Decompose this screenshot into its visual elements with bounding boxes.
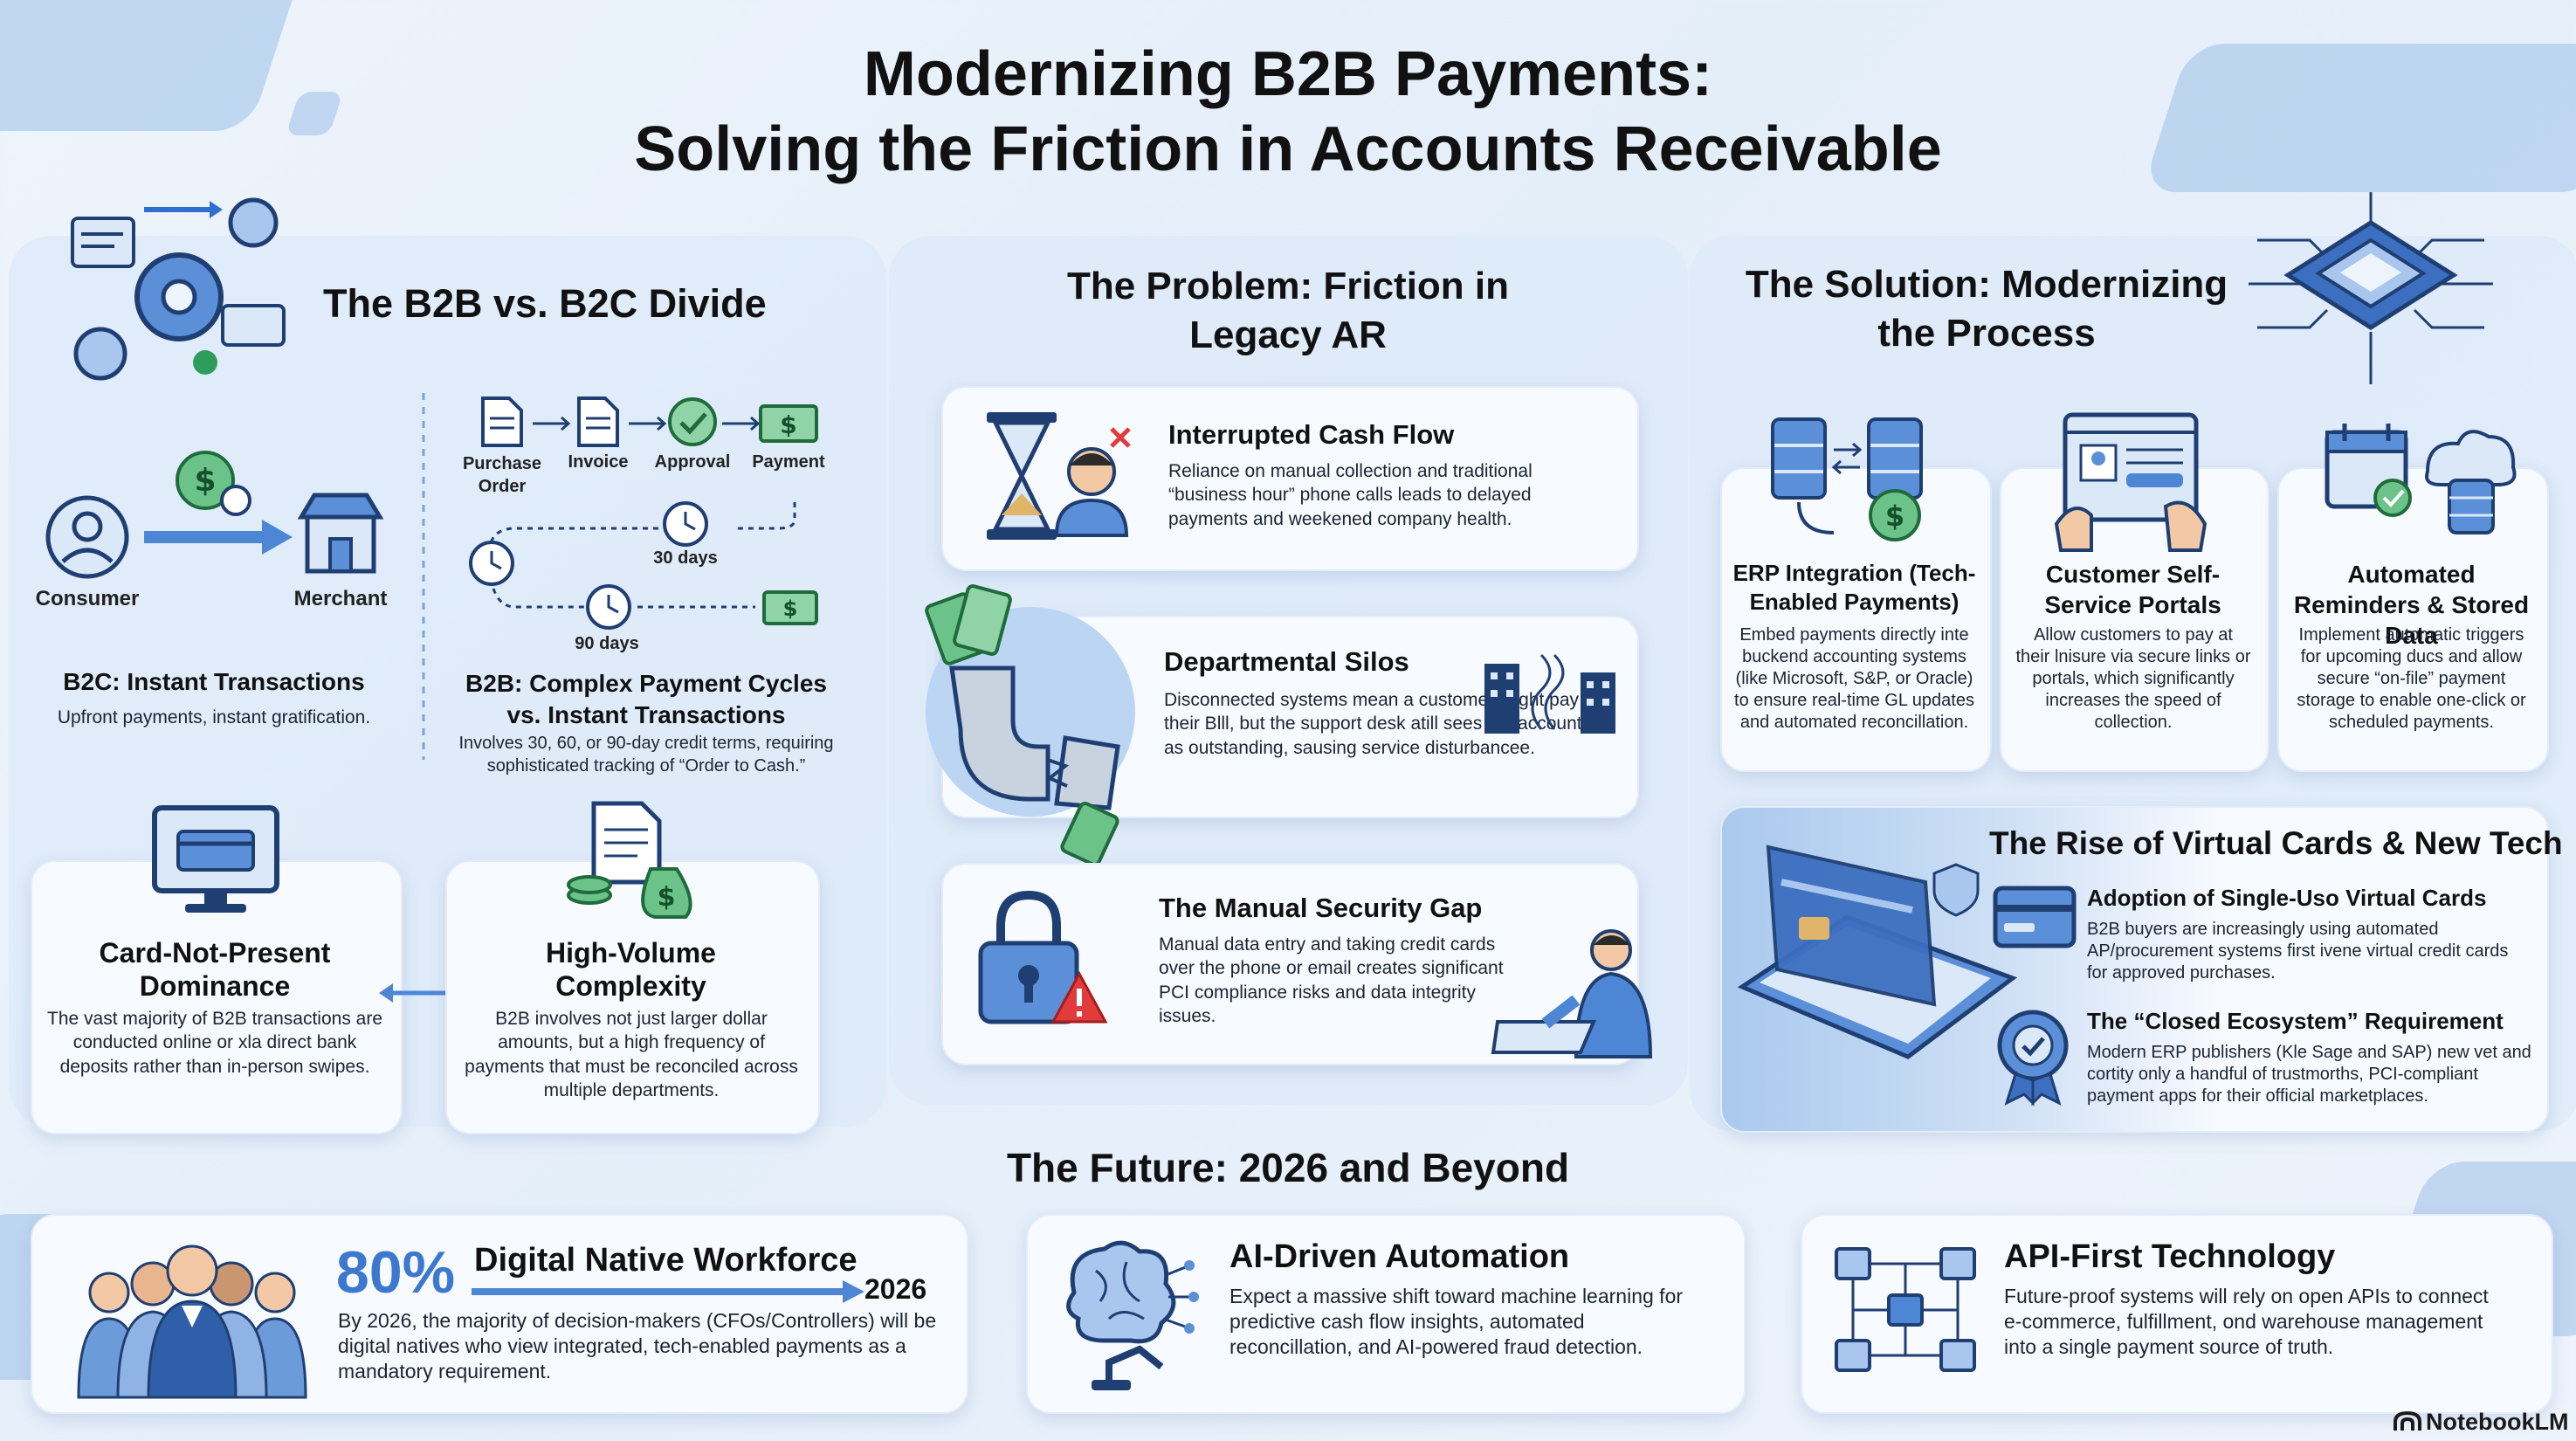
team-people-icon (77, 1244, 307, 1399)
solution-title-erp: ERP Integration (Tech-Enabled Payments) (1732, 560, 1976, 615)
solution-text-portal: Allow customers to pay at their lnisure … (2015, 625, 2251, 732)
purchase-order-icon (481, 396, 523, 447)
label-30-days: 30 days (653, 548, 718, 568)
problem-heading: The Problem: Friction in Legacy AR (1066, 265, 1510, 357)
virtual-a-title: Adoption of Single-Uso Virtual Cards (2087, 885, 2487, 911)
hv-text: B2B involves not just larger dollar amou… (465, 1009, 798, 1100)
divide-heading: The B2B vs. B2C Divide (323, 281, 767, 326)
error-x-icon (1110, 427, 1131, 448)
payment-timeline: $ (469, 501, 818, 630)
docs-money-icon: $ (567, 801, 692, 919)
flow-label-invoice: Invoice (568, 452, 629, 472)
cnp-text: The vast majority of B2B transactions ar… (47, 1009, 382, 1077)
chip-icon (2249, 192, 2493, 384)
divider-line (422, 393, 425, 760)
solution-text-erp: Embed payments directly inte buckend acc… (1734, 625, 1974, 732)
title-line-1: Modernizing B2B Payments: (863, 39, 1713, 109)
svg-text:$: $ (780, 410, 796, 439)
certified-badge-icon (1997, 1010, 2069, 1107)
future-card-api (1801, 1214, 2553, 1414)
gears-icon (71, 197, 286, 381)
solution-title-reminders: Automated Reminders & Stored Data (2293, 561, 2530, 649)
consumer-icon (45, 495, 129, 579)
payment-cash-icon: $ (759, 404, 818, 443)
label-90-days: 90 days (575, 634, 639, 653)
b2c-text: Upfront payments, instant gratification. (57, 707, 371, 727)
problem-text-1: Reliance on manual collection and tradit… (1168, 461, 1533, 529)
flow-arrows (533, 416, 761, 431)
merchant-label: Merchant (293, 587, 388, 610)
virtual-heading: The Rise of Virtual Cards & New Tech (1989, 825, 2563, 861)
title-line-2: Solving the Friction in Accounts Receiva… (634, 114, 1942, 185)
consumer-label: Consumer (35, 587, 140, 610)
problem-title-2: Departmental Silos (1164, 646, 1409, 677)
person-icon (1054, 447, 1129, 537)
cnp-title: Card-Not-Present Dominance (99, 937, 331, 1003)
flow-label-payment: Payment (752, 452, 825, 472)
invoice-icon (577, 396, 619, 447)
money-clock-icon: $ (176, 451, 251, 516)
flow-label-approval: Approval (654, 452, 731, 472)
virtual-b-text: Modern ERP publishers (Kle Sage and SAP)… (2087, 1043, 2531, 1106)
solution-card-erp (1720, 467, 1992, 772)
b2c-title: B2C: Instant Transactions (63, 668, 365, 695)
problem-title-3: The Manual Security Gap (1159, 893, 1483, 923)
virtual-b-title: The “Closed Ecosystem” Requirement (2087, 1008, 2504, 1034)
credit-card-icon (1993, 886, 2077, 948)
api-title: API-First Technology (2004, 1238, 2336, 1275)
api-network-icon (1835, 1247, 1976, 1372)
api-text: Future-proof systems will rely on open A… (2004, 1285, 2489, 1358)
svg-text:$: $ (783, 596, 798, 621)
hv-title: High-Volume Complexity (546, 937, 716, 1003)
workforce-title: Digital Native Workforce (474, 1242, 858, 1279)
problem-text-3: Manual data entry and taking credit card… (1159, 934, 1504, 1026)
monitor-card-icon (152, 805, 279, 913)
high-volume-card (445, 860, 820, 1134)
workforce-text: By 2026, the majority of decision-makers… (338, 1309, 937, 1382)
problem-title-1: Interrupted Cash Flow (1168, 419, 1455, 450)
svg-text:$: $ (1885, 500, 1904, 533)
store-icon (297, 493, 384, 574)
calendar-cloud-icon (2325, 424, 2517, 534)
notebooklm-logo-icon (2393, 1410, 2421, 1431)
solution-card-reminders (2277, 467, 2549, 772)
approval-check-icon (668, 397, 717, 446)
solution-title-portal: Customer Self-Service Portals (2044, 561, 2221, 618)
lock-icon (978, 890, 1108, 1024)
solution-text-reminders: Implement automatic triggers for upcomin… (2297, 625, 2526, 732)
b2b-text: Involves 30, 60, or 90-day credit terms,… (458, 734, 834, 776)
problem-text-2: Disconnected systems mean a customer mig… (1164, 690, 1582, 758)
brand-label: NotebookLM (2426, 1409, 2569, 1435)
page-title: Modernizing B2B Payments: Solving the Fr… (0, 37, 2576, 188)
portal-screen-icon (2054, 412, 2208, 552)
broken-pipe-icon (925, 584, 1120, 866)
future-heading: The Future: 2026 and Beyond (1006, 1145, 1570, 1190)
svg-text:$: $ (658, 882, 676, 913)
problem-card-cash-flow (941, 386, 1639, 571)
hourglass-icon (987, 412, 1057, 540)
ai-brain-icon (1066, 1240, 1199, 1390)
b2b-title: B2B: Complex Payment Cycles vs. Instant … (465, 670, 827, 729)
svg-text:$: $ (194, 463, 216, 499)
buildings-icon (1484, 653, 1615, 734)
ai-title: AI-Driven Automation (1229, 1238, 1570, 1275)
database-sync-icon: $ (1771, 417, 1923, 541)
percent-value: 80% (336, 1239, 456, 1306)
solution-heading: The Solution: Modernizing the Process (1745, 263, 2228, 355)
virtual-a-text: B2B buyers are increasingly using automa… (2087, 920, 2509, 982)
flow-label-po: Purchase Order (462, 454, 542, 496)
ai-text: Expect a massive shift toward machine le… (1229, 1285, 1684, 1358)
year-label: 2026 (864, 1273, 927, 1305)
typing-person-icon (1491, 929, 1653, 1058)
virtual-card-phone-icon (1737, 845, 2018, 1059)
timeline-arrow (472, 1280, 864, 1303)
instant-arrow (144, 520, 293, 555)
